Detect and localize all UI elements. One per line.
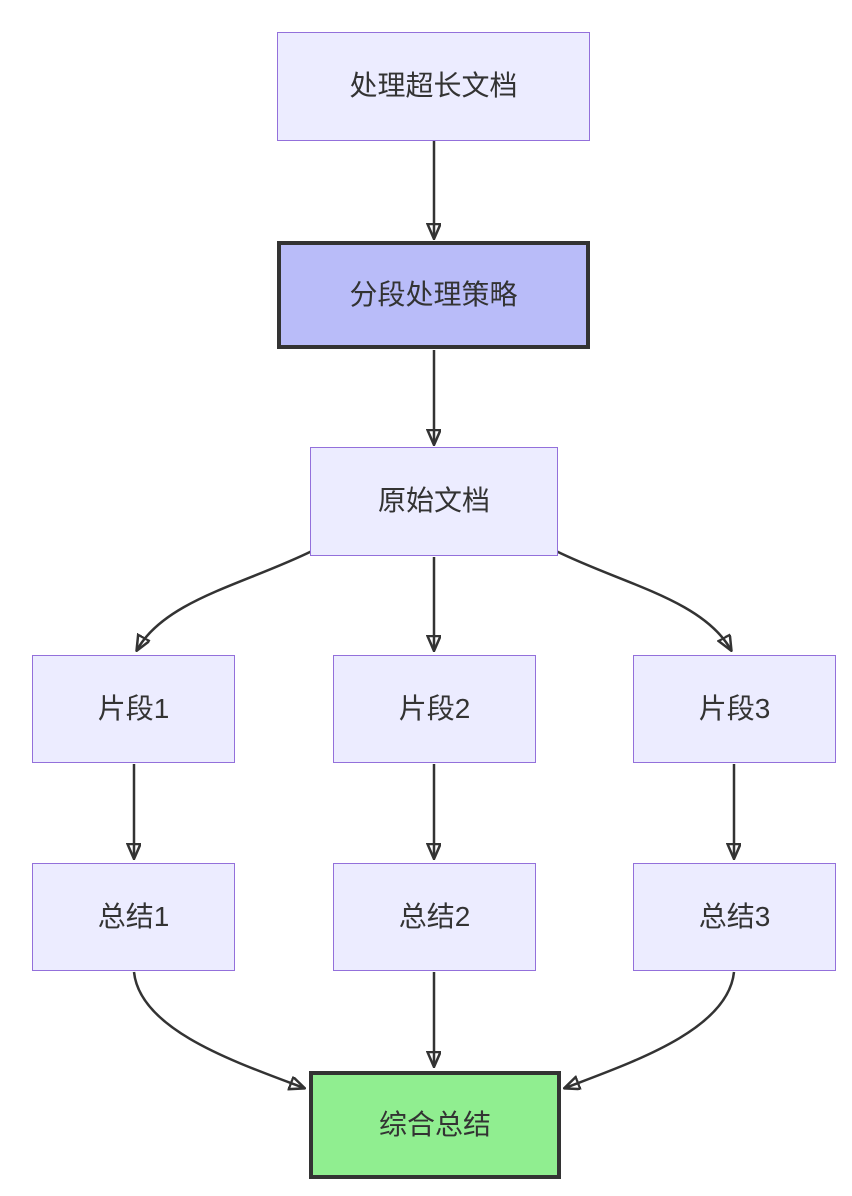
node-fragment1: 片段1	[32, 655, 235, 763]
node-process-long-doc: 处理超长文档	[277, 32, 590, 141]
node-label: 综合总结	[378, 1108, 491, 1140]
node-fragment2: 片段2	[333, 655, 536, 763]
node-original-doc: 原始文档	[310, 447, 558, 556]
edge-original-to-fragment3	[555, 549, 731, 650]
node-summary3: 总结3	[633, 863, 836, 971]
edge-summary3-to-final	[565, 971, 736, 1088]
node-label: 片段2	[398, 692, 471, 724]
node-label: 总结3	[698, 900, 771, 932]
node-label: 分段处理策略	[349, 278, 518, 310]
edge-original-to-fragment1	[137, 549, 313, 650]
node-label: 片段3	[698, 692, 771, 724]
node-label: 总结1	[97, 900, 170, 932]
node-segment-strategy: 分段处理策略	[277, 241, 590, 349]
node-label: 总结2	[398, 900, 471, 932]
node-fragment3: 片段3	[633, 655, 836, 763]
node-label: 片段1	[97, 692, 170, 724]
node-summary1: 总结1	[32, 863, 235, 971]
node-label: 原始文档	[377, 485, 490, 517]
edge-summary1-to-final	[132, 971, 304, 1088]
node-summary2: 总结2	[333, 863, 536, 971]
node-label: 处理超长文档	[349, 70, 518, 102]
node-final-summary: 综合总结	[309, 1071, 561, 1179]
